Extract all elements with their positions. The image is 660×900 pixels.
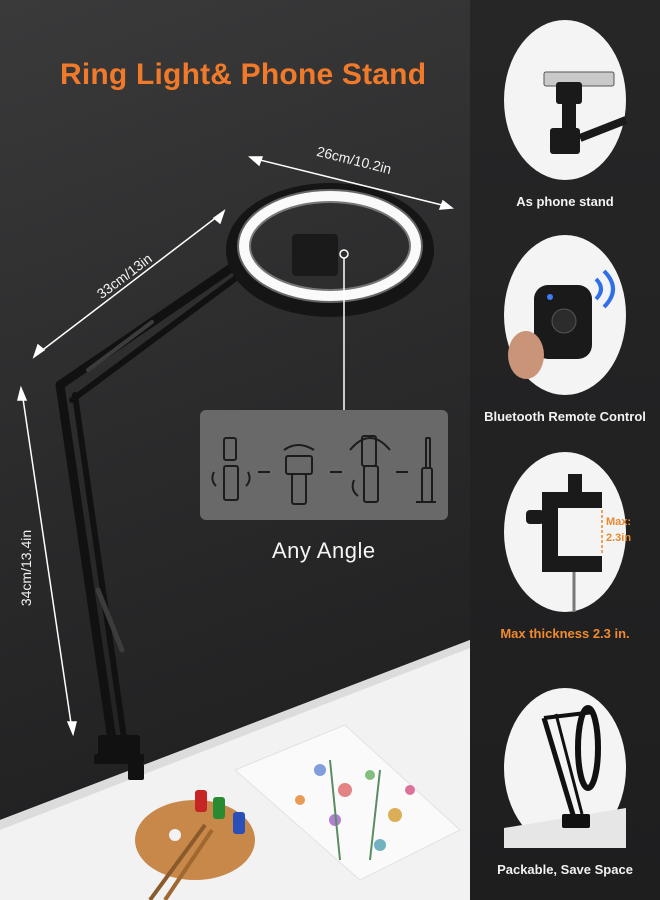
any-angle-caption: Any Angle	[272, 538, 376, 563]
painting-paper	[234, 724, 461, 881]
feature-caption: Bluetooth Remote Control	[484, 409, 646, 424]
feature-caption: Max thickness 2.3 in.	[500, 626, 630, 641]
bluetooth-remote-icon	[508, 269, 615, 379]
max-label-value: 2.3in	[606, 532, 632, 544]
phone-rotation-steps	[211, 435, 436, 505]
upper-arm-dimension-arrow	[32, 209, 226, 359]
paint-palette	[135, 790, 255, 900]
ring-light	[226, 183, 434, 410]
swing-arm	[55, 257, 245, 745]
phone-stand-photo	[504, 20, 628, 180]
folded-stand-icon	[504, 705, 626, 848]
feature-caption: As phone stand	[516, 194, 614, 209]
feature-bluetooth-remote: Bluetooth Remote Control	[470, 235, 660, 424]
feature-packable: Packable, Save Space	[470, 688, 660, 877]
product-image-panel: Ring Light& Phone Stand 26cm/10.2in 33cm…	[0, 0, 470, 900]
features-sidebar: As phone stand Bluetooth Remote Control	[470, 0, 660, 900]
desk-clamp	[94, 735, 144, 780]
desk-edge	[0, 640, 470, 830]
feature-max-thickness: Max: 2.3in Max thickness 2.3 in.	[470, 452, 660, 641]
max-thickness-value: Max: 2.3in	[606, 514, 636, 546]
page-title: Ring Light& Phone Stand	[60, 58, 427, 91]
rotation-diagram	[200, 410, 448, 520]
max-label-text: Max:	[606, 516, 632, 528]
desk-clamp-icon	[526, 474, 603, 612]
feature-caption: Packable, Save Space	[497, 862, 633, 877]
lower-arm-length-label: 34cm/13.4in	[18, 529, 35, 607]
feature-phone-stand: As phone stand	[470, 20, 660, 209]
lower-arm-dimension-arrow	[17, 385, 77, 737]
phone-holder-icon	[543, 71, 628, 154]
bluetooth-remote-photo	[504, 235, 626, 395]
product-illustration	[0, 156, 470, 900]
ring-dimension-arrow	[248, 156, 454, 210]
clamp-photo: Max: 2.3in	[504, 452, 631, 612]
packable-photo	[504, 688, 626, 848]
